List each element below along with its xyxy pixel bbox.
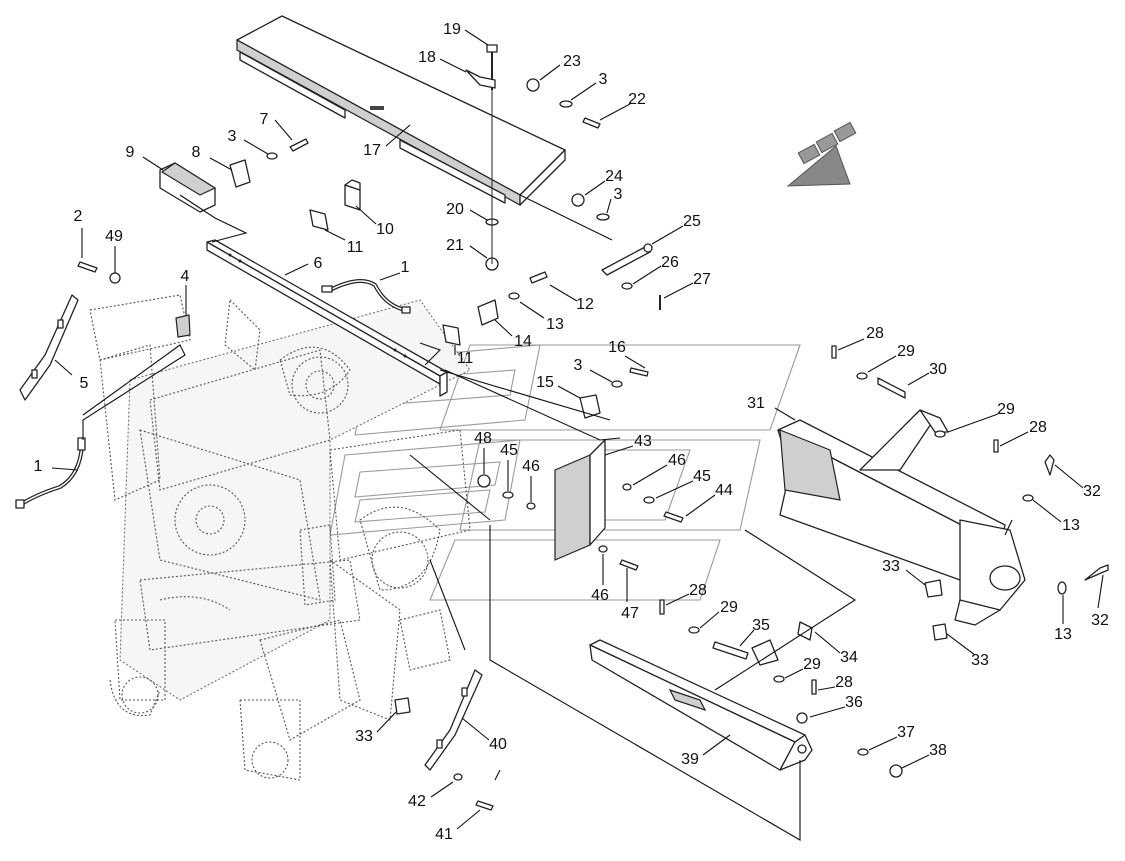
part-6-long-bar <box>206 239 448 397</box>
part-5-side-plate <box>19 294 79 401</box>
callout-17: 17 <box>363 142 381 159</box>
direction-arrow-icon <box>786 121 857 187</box>
callout-3: 3 <box>574 357 583 374</box>
part-11-plate-lower <box>442 324 461 346</box>
callout-29: 29 <box>997 401 1015 418</box>
part-9-bracket <box>159 162 217 213</box>
callout-37: 37 <box>897 724 915 741</box>
part-1-wire-upper <box>321 279 411 314</box>
callout-26: 26 <box>661 254 679 271</box>
callout-28: 28 <box>689 582 707 599</box>
part-10-bracket <box>344 179 361 211</box>
callout-30: 30 <box>929 361 947 378</box>
callout-29: 29 <box>720 599 738 616</box>
callout-47: 47 <box>621 605 639 622</box>
callout-19: 19 <box>443 21 461 38</box>
callout-40: 40 <box>489 736 507 753</box>
assembly-lines <box>82 194 1013 841</box>
callout-1: 1 <box>34 458 43 475</box>
callout-22: 22 <box>628 91 646 108</box>
callout-6: 6 <box>314 255 323 272</box>
part-14-bracket <box>477 299 499 326</box>
part-1-wire-lower <box>15 437 86 509</box>
fasteners <box>77 44 1109 811</box>
callout-13: 13 <box>546 316 564 333</box>
callout-46: 46 <box>522 458 540 475</box>
callout-44: 44 <box>715 482 733 499</box>
part-4-clip <box>175 314 191 338</box>
callout-3: 3 <box>614 186 623 203</box>
callout-35: 35 <box>752 617 770 634</box>
part-8-plate <box>229 159 251 188</box>
callout-21: 21 <box>446 237 464 254</box>
callout-3: 3 <box>599 71 608 88</box>
callout-4: 4 <box>181 268 190 285</box>
callout-49: 49 <box>105 228 123 245</box>
callout-32: 32 <box>1083 483 1101 500</box>
callout-48: 48 <box>474 430 492 447</box>
callout-36: 36 <box>845 694 863 711</box>
callout-1: 1 <box>401 259 410 276</box>
part-17-top-cover <box>236 15 566 207</box>
part-35-pin <box>712 641 749 660</box>
callout-28: 28 <box>1029 419 1047 436</box>
callout-9: 9 <box>126 144 135 161</box>
part-34-bracket <box>751 621 813 666</box>
callout-28: 28 <box>866 325 884 342</box>
callout-46: 46 <box>591 587 609 604</box>
machine-frame-ghost <box>89 294 471 781</box>
callout-28: 28 <box>835 674 853 691</box>
callout-11: 11 <box>347 239 364 256</box>
callout-18: 18 <box>418 49 436 66</box>
callout-31: 31 <box>747 395 765 412</box>
callout-45: 45 <box>500 442 518 459</box>
callout-10: 10 <box>376 221 394 238</box>
leader-lines <box>51 29 1104 830</box>
callout-8: 8 <box>192 144 201 161</box>
part-43-plate <box>554 439 606 561</box>
callout-32: 32 <box>1091 612 1109 629</box>
callout-27: 27 <box>693 271 711 288</box>
callout-24: 24 <box>605 168 623 185</box>
callout-16: 16 <box>608 339 626 356</box>
callout-25: 25 <box>683 213 701 230</box>
part-40-curved-plate <box>424 669 483 771</box>
callout-29: 29 <box>803 656 821 673</box>
callout-5: 5 <box>80 375 89 392</box>
callout-23: 23 <box>563 53 581 70</box>
callout-12: 12 <box>576 296 594 313</box>
callout-41: 41 <box>435 826 453 843</box>
callout-39: 39 <box>681 751 699 768</box>
callout-33: 33 <box>971 652 989 669</box>
callout-2: 2 <box>74 208 83 225</box>
callout-38: 38 <box>929 742 947 759</box>
callout-13: 13 <box>1054 626 1072 643</box>
part-25-pin <box>601 243 653 276</box>
callout-13: 13 <box>1062 517 1080 534</box>
callout-3: 3 <box>228 128 237 145</box>
part-39-crossbar <box>589 639 813 771</box>
callout-33: 33 <box>355 728 373 745</box>
part-30-pin <box>877 377 906 399</box>
callout-20: 20 <box>446 201 464 218</box>
part-11-plate-upper <box>309 209 329 231</box>
callout-33: 33 <box>882 558 900 575</box>
callout-15: 15 <box>536 374 554 391</box>
callout-14: 14 <box>514 333 532 350</box>
callout-42: 42 <box>408 793 426 810</box>
callout-29: 29 <box>897 343 915 360</box>
callout-46: 46 <box>668 452 686 469</box>
watermark <box>329 344 801 601</box>
callout-43: 43 <box>634 433 652 450</box>
callout-34: 34 <box>840 649 858 666</box>
callout-7: 7 <box>260 111 269 128</box>
callout-45: 45 <box>693 468 711 485</box>
callout-11: 11 <box>457 350 474 367</box>
part-31-housing <box>777 409 1026 626</box>
